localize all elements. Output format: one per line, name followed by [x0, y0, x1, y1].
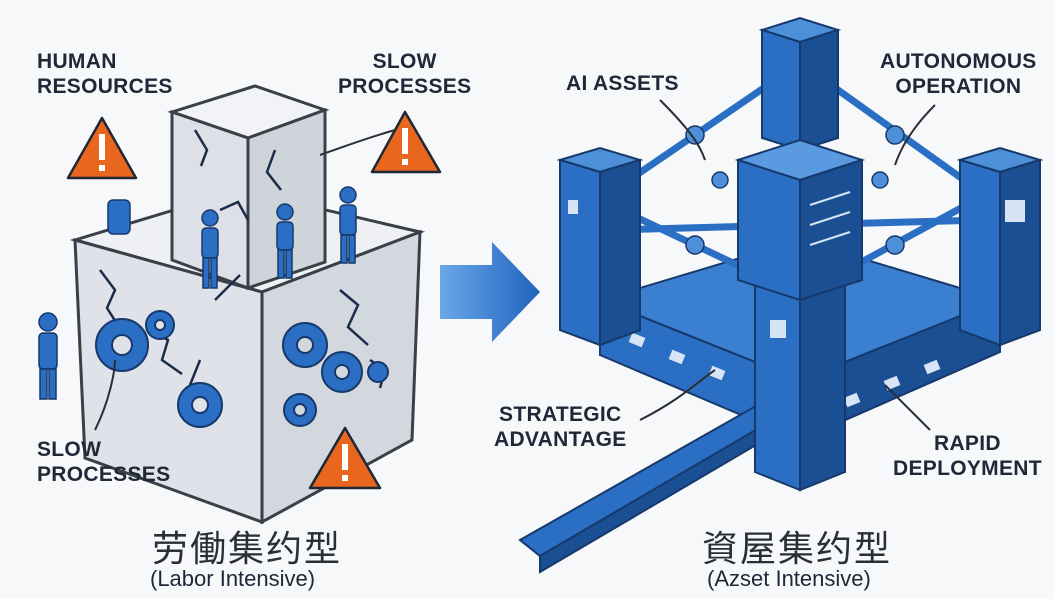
label-line: PROCESSES: [338, 75, 472, 98]
caption-asset-en: (Azset Intensive): [707, 566, 871, 591]
small-cube-left: [170, 109, 250, 291]
worker-figure-icon: [276, 203, 294, 279]
worker-figure-icon: [38, 312, 58, 400]
label-ai-assets: AI ASSETS: [566, 71, 679, 96]
gear-icon: [95, 310, 223, 428]
worker-figure-icon: [339, 186, 357, 264]
platform-openings: [628, 332, 941, 408]
asset-structure: [518, 16, 1044, 574]
gear-icon: [282, 322, 389, 427]
label-slow-processes-bottom: SLOW PROCESSES: [37, 437, 170, 487]
caption-labor-en: (Labor Intensive): [150, 566, 316, 591]
i-beam: [518, 396, 792, 574]
warning-icon: [66, 116, 138, 180]
arrow-right-icon: [440, 242, 540, 342]
label-line: SLOW: [372, 50, 437, 73]
caption-asset-cn: 資屋集约型: [702, 529, 893, 570]
label-rapid-deployment: RAPID DEPLOYMENT: [893, 431, 1042, 481]
strut-joints: [685, 125, 905, 255]
label-autonomous-operation: AUTONOMOUS OPERATION: [880, 49, 1037, 99]
tower-left: [556, 146, 644, 347]
label-line: RAPID: [934, 432, 1001, 455]
small-cube-right: [246, 107, 327, 291]
label-line: STRATEGIC: [499, 403, 622, 426]
label-line: RESOURCES: [37, 75, 173, 98]
label-line: OPERATION: [895, 75, 1022, 98]
server-stack: [734, 138, 866, 302]
warning-icon: [370, 110, 442, 174]
tower-back: [758, 16, 842, 152]
caption-labor-cn: 劳働集约型: [152, 529, 343, 570]
label-strategic-advantage: STRATEGIC ADVANTAGE: [494, 402, 627, 452]
warning-icon: [308, 426, 382, 490]
label-line: ADVANTAGE: [494, 428, 627, 451]
worker-figure-icon: [201, 209, 219, 289]
label-human-resources: HUMAN RESOURCES: [37, 49, 173, 99]
barrel-icon: [107, 199, 131, 235]
label-line: DEPLOYMENT: [893, 457, 1042, 480]
labor-cube-stack: [38, 84, 426, 525]
label-line: AI ASSETS: [566, 72, 679, 95]
label-line: SLOW: [37, 438, 102, 461]
leader-lines-left: [94, 129, 396, 431]
tower-right: [956, 146, 1044, 347]
label-line: PROCESSES: [37, 463, 171, 486]
label-line: HUMAN: [37, 50, 117, 73]
leader-lines-right: [639, 99, 936, 431]
label-slow-processes-top: SLOW PROCESSES: [338, 49, 471, 99]
label-line: AUTONOMOUS: [880, 50, 1037, 73]
